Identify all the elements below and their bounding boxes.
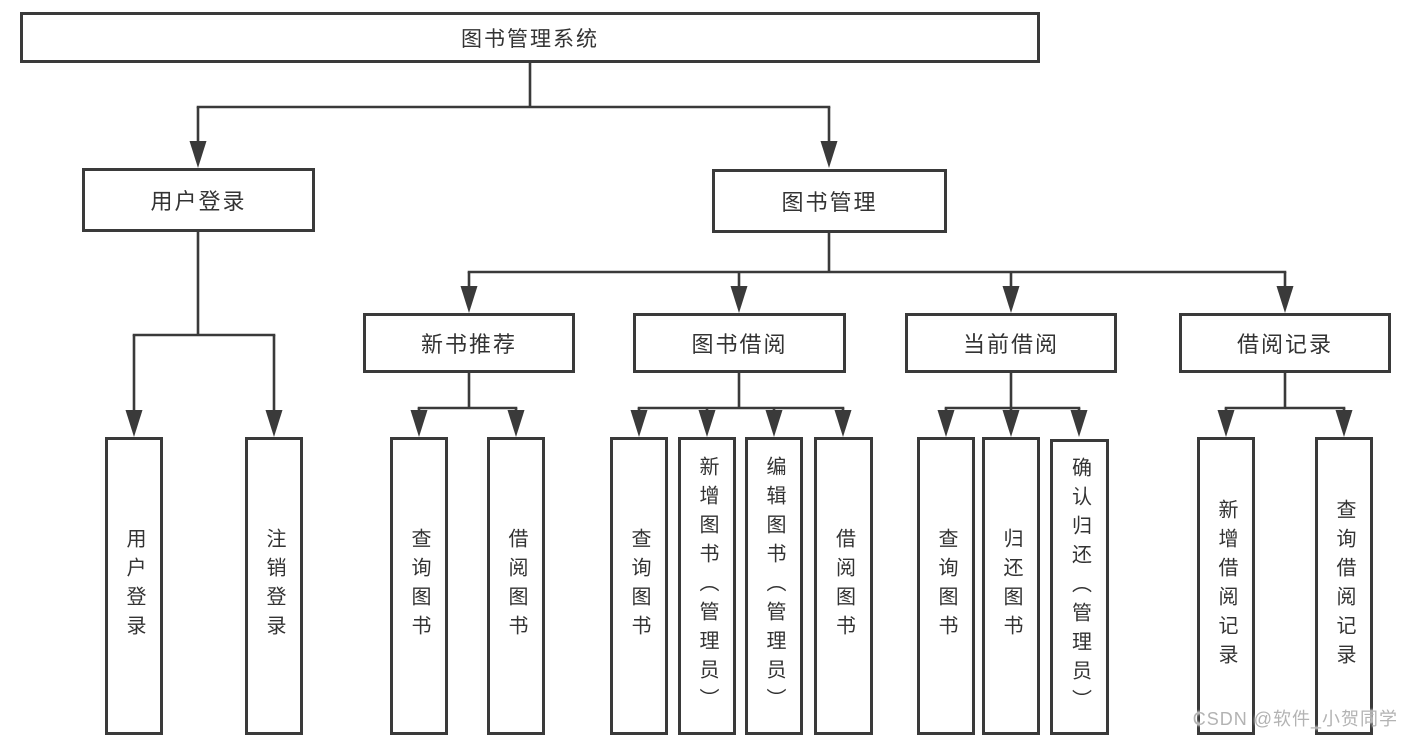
- watermark: CSDN @软件_小贺同学: [1192, 709, 1398, 729]
- node-current-borrow: 当前借阅: [905, 313, 1117, 373]
- leaf-add-borrow-record: 新增借阅记录: [1197, 437, 1255, 735]
- leaf-add-book-admin: 新增图书（管理员）: [678, 437, 736, 735]
- node-user-login: 用户登录: [82, 168, 315, 232]
- leaf-borrow-books-recommend: 借阅图书: [487, 437, 545, 735]
- leaf-user-login: 用户登录: [105, 437, 163, 735]
- arrowheads: [125, 141, 1353, 437]
- leaf-logout: 注销登录: [245, 437, 303, 735]
- node-new-book-recommend: 新书推荐: [363, 313, 575, 373]
- leaf-return-book: 归还图书: [982, 437, 1040, 735]
- node-borrow-records: 借阅记录: [1179, 313, 1391, 373]
- leaf-edit-book-admin: 编辑图书（管理员）: [745, 437, 803, 735]
- leaf-query-books-recommend: 查询图书: [390, 437, 448, 735]
- leaf-confirm-return-admin: 确认归还（管理员）: [1050, 439, 1109, 735]
- node-root-library-system: 图书管理系统: [20, 12, 1040, 63]
- node-book-management: 图书管理: [712, 169, 947, 233]
- leaf-query-books-current: 查询图书: [917, 437, 975, 735]
- leaf-query-borrow-record: 查询借阅记录: [1315, 437, 1373, 735]
- leaf-borrow-books: 借阅图书: [814, 437, 873, 735]
- node-book-borrow: 图书借阅: [633, 313, 846, 373]
- leaf-query-books-borrow: 查询图书: [610, 437, 668, 735]
